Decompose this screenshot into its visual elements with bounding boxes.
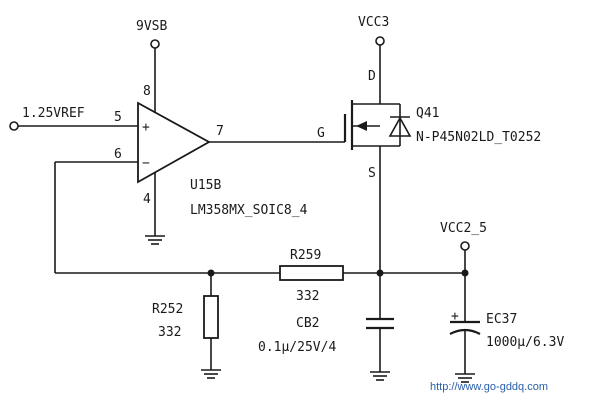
cb2-value: 0.1μ/25V/4 (258, 340, 336, 355)
opamp-pin-minus-number: 6 (114, 147, 122, 162)
vcc3-supply: VCC3 (358, 15, 389, 58)
mosfet-ref: Q41 (416, 106, 439, 121)
vsb-label: 9VSB (136, 19, 167, 34)
r259-value: 332 (296, 289, 319, 304)
ec37-value: 1000μ/6.3V (486, 335, 564, 350)
vcc25-output: VCC2_5 (440, 221, 487, 277)
opamp-pin-vcc-number: 8 (143, 84, 151, 99)
vref-input: 1.25VREF (9, 106, 138, 131)
vsb-terminal (150, 39, 160, 49)
vsb-supply: 9VSB (136, 19, 167, 113)
vref-terminal (9, 121, 19, 131)
opamp-ground (145, 172, 165, 245)
capacitor-cb2: CB2 0.1μ/25V/4 (258, 269, 394, 381)
opamp-minus-symbol: − (142, 156, 150, 171)
mosfet-q41: G D S Q41 N-P45N02LD_T0252 (317, 58, 541, 273)
opamp-ref: U15B (190, 178, 221, 193)
mosfet-source-label: S (368, 166, 376, 181)
vcc25-terminal (460, 241, 470, 251)
ec37-ref: EC37 (486, 312, 517, 327)
vcc3-terminal (375, 36, 385, 46)
opamp-part: LM358MX_SOIC8_4 (190, 203, 308, 218)
mosfet-gate-label: G (317, 126, 325, 141)
r252-body (203, 295, 219, 339)
vcc3-label: VCC3 (358, 15, 389, 30)
opamp-pin-out-number: 7 (216, 124, 224, 139)
ec37-polarity: + (451, 309, 459, 324)
cb2-ref: CB2 (296, 316, 319, 331)
capacitor-ec37: + EC37 1000μ/6.3V (449, 273, 564, 383)
mosfet-drain-label: D (368, 69, 376, 84)
mosfet-arrow-icon (356, 121, 367, 131)
mosfet-part: N-P45N02LD_T0252 (416, 130, 541, 145)
opamp-plus-symbol: + (142, 120, 150, 135)
vref-label: 1.25VREF (22, 106, 85, 121)
resistor-r252: R252 332 (152, 273, 221, 379)
watermark-url: http://www.go-gddq.com (430, 381, 548, 393)
opamp-pin-plus-number: 5 (114, 110, 122, 125)
vcc25-label: VCC2_5 (440, 221, 487, 236)
r259-body (279, 265, 344, 281)
body-diode-icon (388, 116, 412, 137)
r252-ref: R252 (152, 302, 183, 317)
r252-value: 332 (158, 325, 181, 340)
opamp-triangle (137, 101, 211, 184)
opamp-u15b: + − 5 6 7 8 4 U15B LM358MX_SOIC8_4 (114, 84, 308, 218)
r259-ref: R259 (290, 248, 321, 263)
resistor-r259: R259 332 (279, 248, 465, 304)
opamp-pin-gnd-number: 4 (143, 192, 151, 207)
feedback-path (54, 161, 280, 277)
